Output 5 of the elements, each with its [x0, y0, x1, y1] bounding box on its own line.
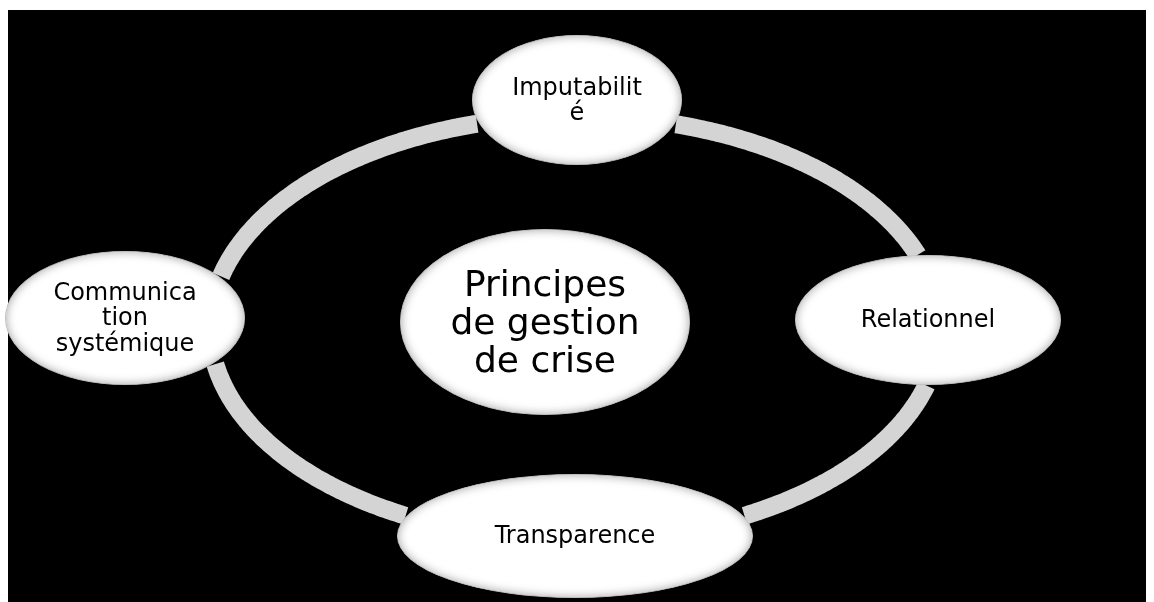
node-label: Transparence	[493, 523, 657, 549]
node-label: Relationnel	[859, 307, 997, 333]
node-label: Principes de gestion de crise	[450, 265, 640, 379]
node-label: Imputabilité	[511, 74, 643, 126]
node-label: Communication systémique	[52, 280, 198, 356]
